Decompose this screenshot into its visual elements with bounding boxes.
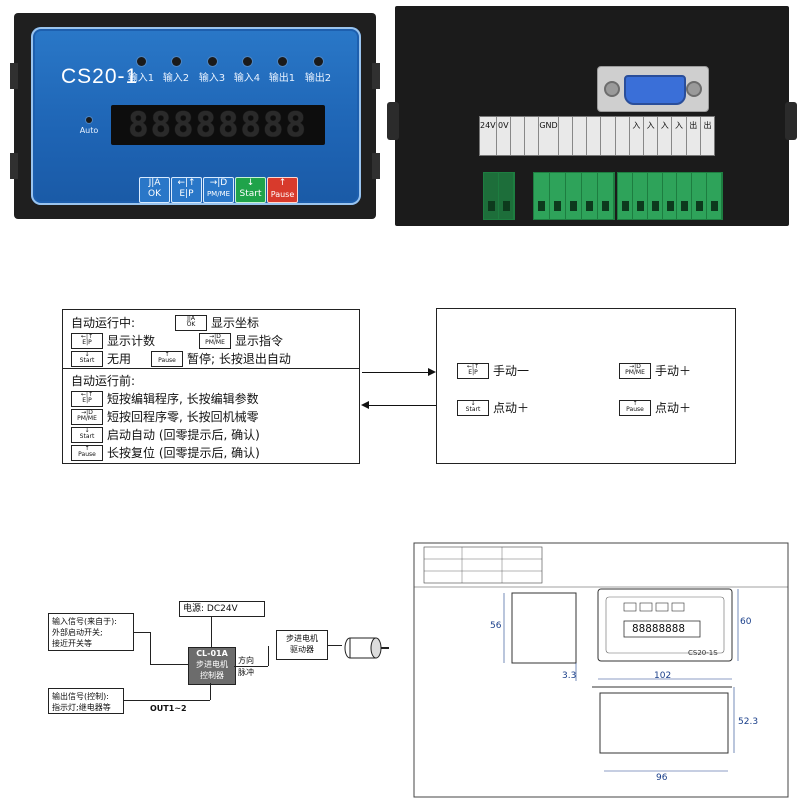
mounting-tab: [372, 153, 380, 179]
connector-line: [134, 632, 150, 633]
mounting-clip: [387, 102, 399, 140]
indicator-output2: 输出2: [298, 57, 338, 84]
before-title-row: 自动运行前:: [71, 374, 136, 388]
driver-box: 步进电机 驱动器: [276, 630, 328, 660]
dim-height-bottom: 52.3: [738, 717, 759, 727]
seven-segment-display: 88888888: [111, 105, 325, 145]
indicator-input2: 输入2: [156, 57, 196, 84]
mounting-tab: [372, 63, 380, 89]
connector-line: [268, 646, 269, 666]
key-start[interactable]: ↓Start: [235, 177, 266, 203]
connector-line: [210, 683, 211, 700]
power-terminal: [483, 172, 515, 220]
arrowhead-icon: [361, 401, 369, 409]
key-ep[interactable]: ←|↑E|P: [171, 177, 202, 203]
running-row-3: ↓Start 无用 ↑Pause 暂停; 长按退出自动: [71, 350, 291, 367]
front-panel-photo: CS20-1 输入1 输入2 输入3 输入4 输出1 输出2 Auto 8888…: [10, 13, 380, 219]
pulse-label: 脉冲: [238, 668, 254, 677]
mounting-tab: [10, 63, 18, 89]
led-icon: [277, 57, 287, 66]
arrowhead-icon: [428, 368, 436, 376]
indicator-input4: 输入4: [227, 57, 267, 84]
mounting-clip: [785, 102, 797, 140]
led-icon: [136, 57, 146, 66]
indicator-output1: 输出1: [262, 57, 302, 84]
dim-width-bottom: 96: [656, 773, 668, 783]
serial-port: [624, 75, 686, 105]
pause-key-icon: ↑Pause: [71, 444, 103, 461]
connector-line: [328, 645, 342, 646]
technical-drawing: 56 3.3 102 60 96 52.3 88888888 CS20-1S: [392, 521, 792, 799]
led-icon: [207, 57, 217, 66]
connector-line: [124, 700, 210, 701]
arrow-right: [362, 372, 430, 373]
output-signal-box: 输出信号(控制): 指示灯;继电器等: [48, 688, 124, 714]
drawing-display: 88888888: [632, 622, 685, 635]
pause-key-icon: ↑Pause: [151, 350, 183, 367]
dim-height-front: 60: [740, 617, 752, 627]
screw-icon: [686, 81, 702, 97]
arrow-left: [368, 405, 436, 406]
terminal-block-right: [617, 172, 723, 220]
manual-row-4: ↑Pause 点动＋: [619, 399, 691, 416]
before-row-4: ↑Pause 长按复位 (回零提示后, 确认): [71, 444, 260, 461]
ep-key-icon: ←|↑E|P: [457, 362, 489, 379]
drawing-model-label: CS20-1S: [688, 649, 718, 657]
manual-row-3: ↓Start 点动＋: [457, 399, 529, 416]
led-icon: [313, 57, 323, 66]
led-icon: [86, 117, 92, 123]
indicator-input3: 输入3: [192, 57, 232, 84]
terminal-block-left: [533, 172, 615, 220]
dim-width-front: 102: [654, 671, 672, 681]
dim-depth-left: 3.3: [562, 671, 577, 681]
input-signal-box: 输入信号(来自于): 外部启动开关; 接近开关等: [48, 613, 134, 651]
led-icon: [171, 57, 181, 66]
before-row-3: ↓Start 启动自动 (回零提示后, 确认): [71, 426, 260, 443]
drawing-frame: [413, 542, 789, 798]
start-key-icon: ↓Start: [71, 350, 103, 367]
back-panel-photo: 24V 0V GND 入 入 入 入 出 出: [387, 6, 797, 226]
key-pause[interactable]: ↑Pause: [267, 177, 298, 203]
connector-line: [234, 666, 268, 667]
led-icon: [242, 57, 252, 66]
front-face: CS20-1 输入1 输入2 输入3 输入4 输出1 输出2 Auto 8888…: [31, 27, 361, 205]
motor-icon: [344, 637, 389, 659]
out-label: OUT1~2: [150, 704, 187, 713]
connector-line: [211, 617, 212, 647]
ep-key-icon: ←|↑E|P: [71, 390, 103, 407]
dim-height-left: 56: [490, 621, 502, 631]
controller-block: CL-01A 步进电机 控制器: [188, 647, 236, 685]
model-label: CS20-1: [61, 65, 139, 88]
start-key-icon: ↓Start: [457, 399, 489, 416]
db9-connector: [597, 66, 709, 112]
before-row-1: ←|↑E|P 短按编辑程序, 长按编辑参数: [71, 390, 259, 407]
manual-row-1: ←|↑E|P 手动一: [457, 362, 529, 379]
connector-line: [150, 664, 188, 665]
auto-indicator: Auto: [63, 117, 115, 135]
divider: [63, 368, 359, 369]
indicator-input1: 输入1: [121, 57, 161, 84]
direction-label: 方向: [238, 656, 254, 665]
connector-line: [150, 632, 151, 664]
mounting-tab: [10, 153, 18, 179]
pause-key-icon: ↑Pause: [619, 399, 651, 416]
terminal-label-strip: 24V 0V GND 入 入 入 入 出 出: [479, 116, 715, 156]
ep-key-icon: ←|↑E|P: [71, 332, 103, 349]
screw-icon: [604, 81, 620, 97]
power-box: 电源: DC24V: [179, 601, 265, 617]
start-key-icon: ↓Start: [71, 426, 103, 443]
